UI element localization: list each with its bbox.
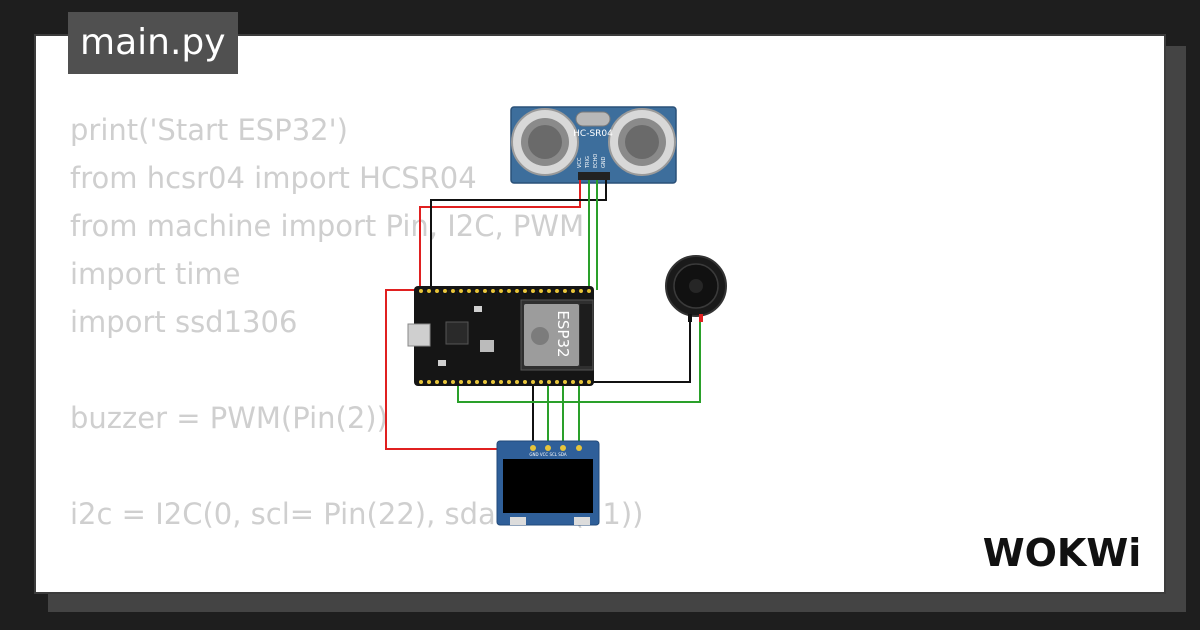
sensor-pin-label: GND: [601, 156, 607, 168]
oled-pin-labels: GND VCC SCL SDA: [529, 452, 566, 457]
wire-gnd-sensor: [430, 180, 607, 290]
wires: [385, 180, 701, 450]
wire-vcc: [419, 180, 581, 290]
code-line: import time: [70, 257, 241, 291]
sensor-pin-label: ECHO: [593, 154, 599, 168]
file-tab[interactable]: main.py: [68, 12, 238, 74]
usb-port: [407, 323, 431, 347]
sensor-pin-label: VCC: [577, 157, 583, 168]
header-pins-bottom: [419, 380, 591, 384]
sensor-title: HC-SR04: [573, 129, 613, 139]
sensor-pin-label: TRIG: [585, 156, 591, 169]
header-pins-top: [419, 289, 591, 293]
oled-display[interactable]: GND VCC SCL SDA: [496, 440, 600, 526]
chip: [445, 321, 469, 345]
wokwi-logo-text: WOKWi: [983, 531, 1142, 575]
regulator: [480, 340, 494, 352]
wire-oled-vcc: [385, 289, 540, 450]
buzzer[interactable]: [665, 255, 727, 322]
ultrasonic-sensor[interactable]: HC-SR04 VCC TRIG ECHO GND: [510, 106, 677, 184]
wire-buzzer-gnd: [592, 318, 691, 383]
code-line: import ssd1306: [70, 305, 298, 339]
code-line: from machine import Pin, I2C, PWM: [70, 209, 585, 243]
code-line: print('Start ESP32'): [70, 113, 348, 147]
code-line: buzzer = PWM(Pin(2)): [70, 401, 388, 435]
esp32-board[interactable]: ESP32: [407, 286, 594, 386]
esp32-shield: [524, 304, 579, 366]
esp32-label: ESP32: [554, 310, 572, 357]
wire-buzzer-signal: [457, 318, 701, 403]
code-line: from hcsr04 import HCSR04: [70, 161, 477, 195]
wokwi-logo[interactable]: WOKWi: [976, 528, 1148, 576]
